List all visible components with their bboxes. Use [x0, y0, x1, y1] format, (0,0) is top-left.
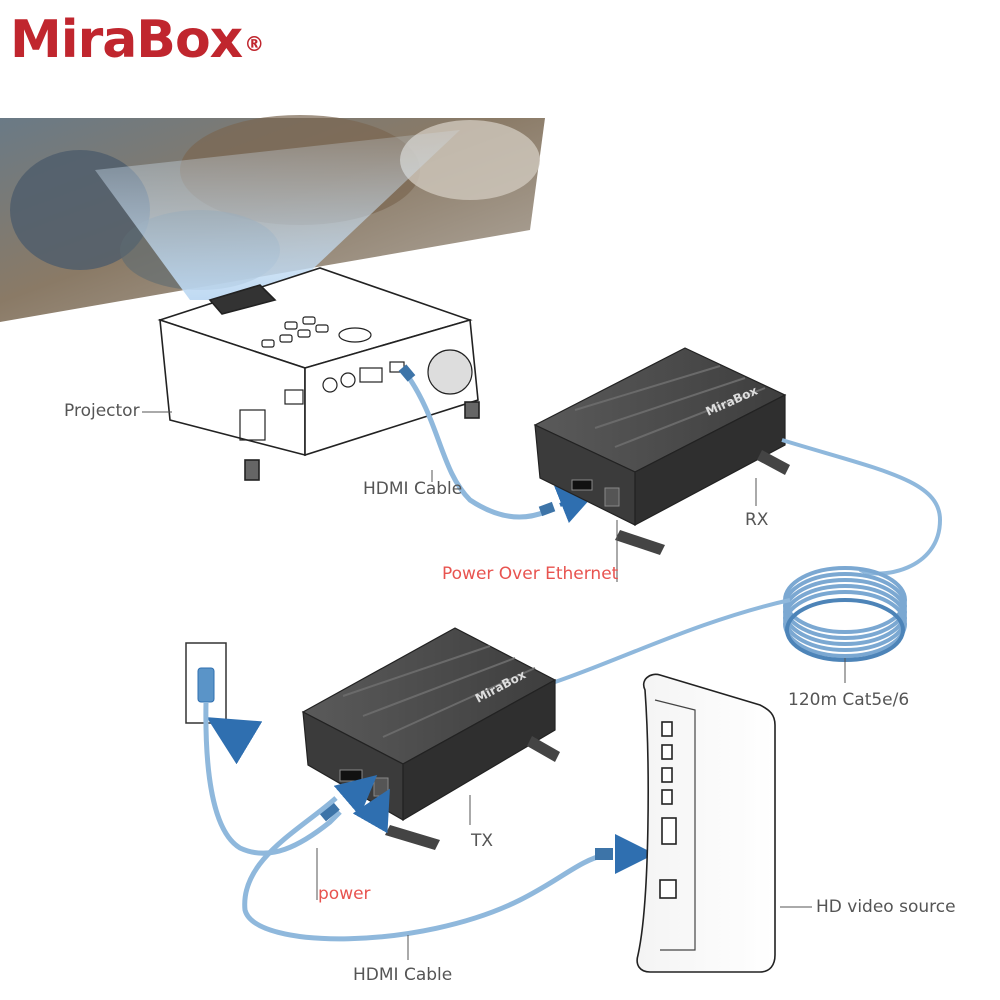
wall-socket-arrow: [206, 717, 263, 765]
brand-name: MiraBox: [10, 10, 243, 70]
projector-light-beam: [95, 130, 460, 300]
hd-video-source-icon: [636, 673, 776, 973]
rx-extender-box: [533, 347, 790, 555]
cat-cable-coil: [783, 566, 907, 662]
power-cable: [203, 701, 342, 856]
tx-extender-box: [301, 627, 560, 850]
power-label: power: [318, 884, 371, 904]
cat-cable-rx-segment: [781, 438, 943, 576]
registered-mark: ®: [244, 32, 264, 56]
cat-cable-label: 120m Cat5e/6: [788, 690, 910, 710]
wall-socket: [185, 642, 227, 724]
tx-hdmi-arrow: [352, 788, 390, 834]
hdmi-cable-bottom-label: HDMI Cable: [353, 965, 453, 985]
tx-label: TX: [471, 831, 494, 851]
projector-icon: [157, 267, 480, 481]
rx-hdmi-arrow: [554, 485, 599, 523]
leader-lines: [142, 411, 846, 960]
brand-logo: MiraBox®: [10, 10, 264, 70]
hdmi-cable-bottom: [242, 796, 606, 942]
hd-source-label: HD video source: [816, 897, 956, 917]
hdmi-cable-top-label: HDMI Cable: [363, 479, 463, 499]
cat-cable-tx-segment: [554, 598, 791, 684]
hdmi-cable-top: [402, 370, 546, 520]
poe-label: Power Over Ethernet: [442, 564, 619, 584]
projector-label: Projector: [64, 401, 140, 421]
rx-label: RX: [745, 510, 769, 530]
